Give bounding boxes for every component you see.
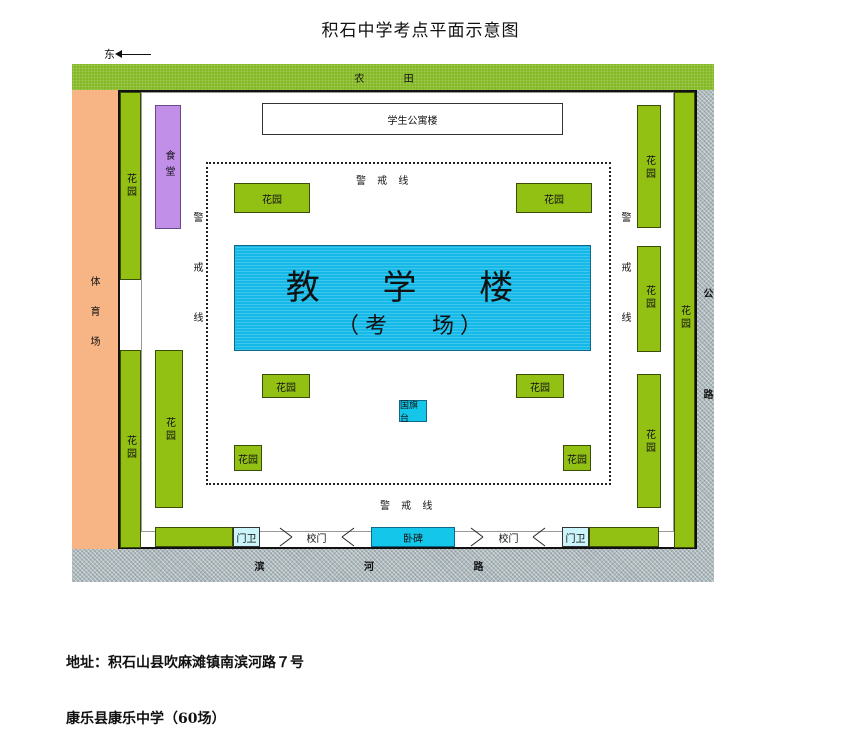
right-inner-garden-3-label: 花园 bbox=[643, 429, 655, 455]
right-inner-garden-3 bbox=[637, 374, 661, 508]
farmland-label: 农 田 bbox=[354, 73, 432, 85]
cordon-label-bottom: 警 戒 线 bbox=[380, 501, 437, 512]
cordon-line bbox=[206, 162, 611, 485]
right-wall-garden-label: 花园 bbox=[678, 305, 690, 331]
dormitory-label: 学生公寓楼 bbox=[387, 115, 438, 127]
teaching-building: 教 学 楼 （考 场） bbox=[234, 245, 591, 351]
garden-bottom-right: 花园 bbox=[563, 445, 591, 471]
garden-mid-left: 花园 bbox=[262, 374, 310, 398]
direction-indicator: 东 bbox=[104, 46, 151, 62]
left-wall-garden-top-label: 花园 bbox=[124, 173, 136, 199]
highway-label: 公 路 bbox=[701, 288, 712, 439]
gate-guard-left: 门卫 bbox=[233, 527, 260, 547]
right-inner-garden-2-label: 花园 bbox=[643, 285, 655, 311]
right-inner-garden-1-label: 花园 bbox=[643, 155, 655, 181]
cordon-label-left: 警戒线 bbox=[191, 212, 202, 362]
garden-top-left: 花园 bbox=[234, 183, 310, 213]
school-gate-left: 校门 bbox=[262, 527, 371, 547]
right-wall-garden bbox=[674, 92, 695, 548]
dormitory-building: 学生公寓楼 bbox=[262, 103, 563, 135]
binhe-road-label: 滨 河 路 bbox=[254, 562, 532, 573]
gate-guard-right: 门卫 bbox=[562, 527, 589, 547]
garden-top-right: 花园 bbox=[516, 183, 592, 213]
gate-row-garden-left bbox=[155, 527, 233, 547]
flag-platform: 国旗台 bbox=[399, 400, 427, 424]
school-gate-left-label: 校门 bbox=[306, 533, 327, 545]
left-inner-garden-label: 花园 bbox=[163, 417, 175, 443]
arrow-left-icon bbox=[115, 49, 151, 58]
teaching-building-name: 教 学 楼 bbox=[285, 268, 540, 308]
address-text: 地址：积石山县吹麻滩镇南滨河路７号 bbox=[66, 655, 304, 671]
right-inner-garden-2 bbox=[637, 246, 661, 352]
school-gate-right-label: 校门 bbox=[498, 533, 519, 545]
gate-right-marks bbox=[470, 527, 546, 547]
canteen-label: 食堂 bbox=[163, 150, 174, 182]
left-wall-garden-top bbox=[120, 92, 141, 280]
garden-mid-right: 花园 bbox=[516, 374, 564, 398]
tablet: 卧碑 bbox=[371, 527, 455, 547]
gate-left-marks bbox=[279, 527, 355, 547]
binhe-road-strip: 滨 河 路 bbox=[72, 549, 714, 582]
highway-strip: 公 路 bbox=[697, 90, 714, 582]
right-inner-garden-1 bbox=[637, 105, 661, 228]
farmland-strip: 农 田 bbox=[72, 64, 714, 90]
exam-hall-label: （考 场） bbox=[337, 314, 488, 339]
canteen: 食堂 bbox=[155, 105, 181, 229]
left-wall-garden-bottom bbox=[120, 350, 141, 548]
venue-text: 康乐县康乐中学（60场） bbox=[66, 711, 226, 727]
sports-field: 体育场 bbox=[72, 90, 118, 582]
sports-field-label: 体育场 bbox=[88, 276, 99, 366]
cordon-label-right: 警戒线 bbox=[619, 212, 630, 362]
cordon-label-top: 警 戒 线 bbox=[356, 176, 413, 187]
gate-row-garden-right bbox=[589, 527, 659, 547]
left-inner-garden bbox=[155, 350, 183, 508]
page-title: 积石中学考点平面示意图 bbox=[321, 21, 520, 41]
garden-bottom-left: 花园 bbox=[234, 445, 262, 471]
school-gate-right: 校门 bbox=[455, 527, 562, 547]
east-label: 东 bbox=[104, 48, 115, 61]
left-wall-garden-bottom-label: 花园 bbox=[124, 435, 136, 461]
